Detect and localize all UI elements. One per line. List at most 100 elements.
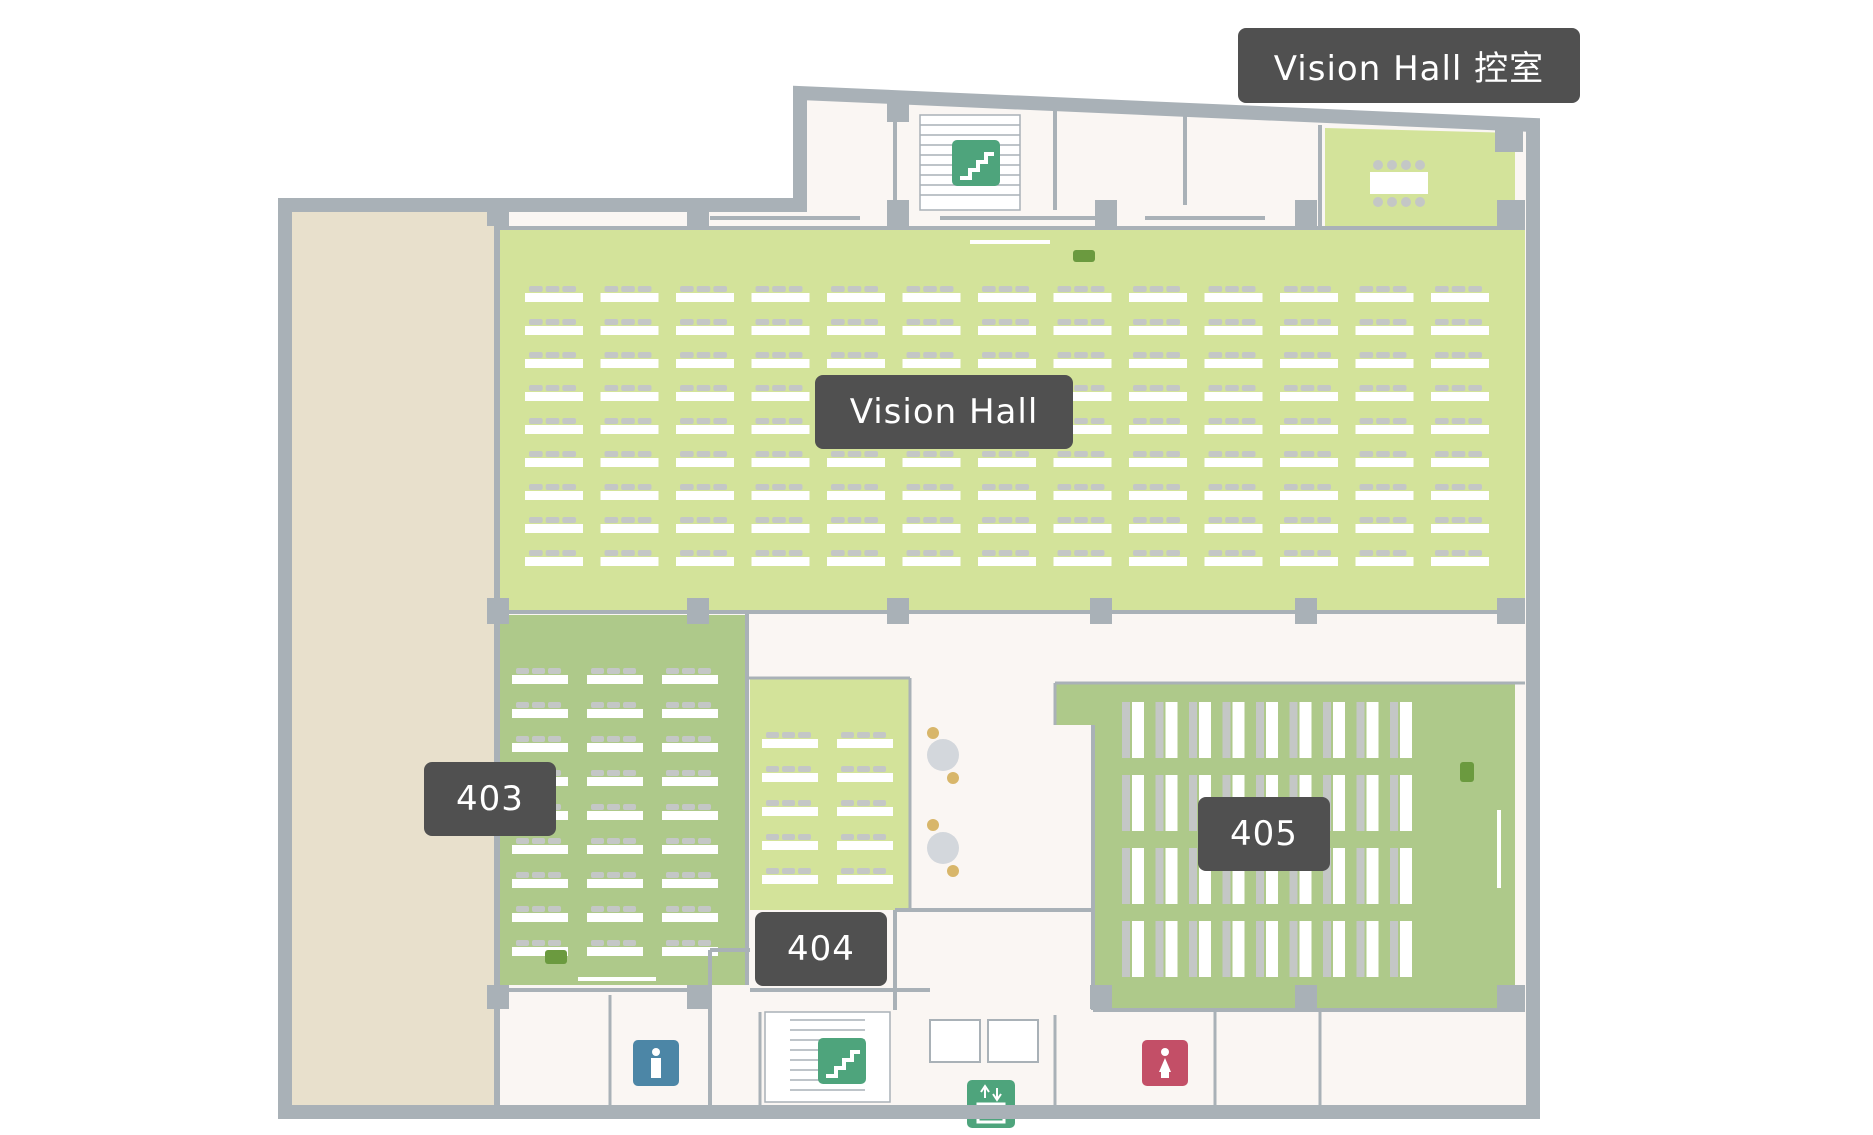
seat-row: [902, 484, 961, 500]
seat-row: [1129, 517, 1187, 533]
seat-row: [1356, 921, 1379, 977]
seat-row: [600, 385, 659, 401]
label-room-403[interactable]: 403: [424, 762, 556, 836]
seat-row: [600, 286, 659, 302]
seat-row: [1129, 550, 1187, 566]
seat-row: [978, 517, 1036, 533]
seat-row: [1204, 451, 1263, 467]
seat-row: [1280, 517, 1338, 533]
seat-row: [525, 484, 583, 500]
seat-row: [600, 352, 659, 368]
seat-row: [1355, 484, 1414, 500]
seat-row: [1129, 319, 1187, 335]
seat-row: [1431, 352, 1489, 368]
seat-row: [587, 668, 643, 684]
seat-row: [512, 736, 568, 752]
seat-row: [1155, 775, 1178, 831]
seat-row: [600, 517, 659, 533]
seat-row: [587, 838, 643, 854]
seat-row: [1431, 451, 1489, 467]
seat-row: [512, 838, 568, 854]
label-room-404[interactable]: 404: [755, 912, 887, 986]
seat-row: [676, 418, 734, 434]
seat-row: [1129, 484, 1187, 500]
seat-row: [1204, 319, 1263, 335]
seat-row: [676, 385, 734, 401]
screens: [578, 240, 1501, 981]
seat-row: [525, 286, 583, 302]
seat-row: [762, 868, 818, 884]
seat-row: [1204, 550, 1263, 566]
seat-row: [751, 286, 810, 302]
stairs-icon: [818, 1038, 866, 1084]
seat-row: [662, 940, 718, 956]
seat-row: [1355, 451, 1414, 467]
seat-row: [1280, 319, 1338, 335]
seat-row: [1053, 286, 1112, 302]
seat-row: [827, 451, 885, 467]
seat-row: [902, 550, 961, 566]
label-room-405[interactable]: 405: [1198, 797, 1330, 871]
seat-row: [827, 484, 885, 500]
seat-row: [1356, 702, 1379, 758]
seat-row: [1204, 352, 1263, 368]
label-vision-hall-control[interactable]: Vision Hall 控室: [1238, 28, 1580, 103]
seat-row: [1204, 484, 1263, 500]
seat-row: [1189, 921, 1211, 977]
seat-row: [512, 940, 568, 956]
seat-row: [587, 906, 643, 922]
seat-row: [600, 451, 659, 467]
seat-row: [762, 834, 818, 850]
seat-row: [1280, 418, 1338, 434]
seat-row: [1280, 385, 1338, 401]
seat-row: [1053, 352, 1112, 368]
seat-row: [662, 872, 718, 888]
seat-row: [827, 550, 885, 566]
walls: [278, 85, 1540, 1119]
seat-row: [1280, 286, 1338, 302]
seat-row: [662, 804, 718, 820]
seat-row: [1390, 775, 1412, 831]
seat-row: [762, 800, 818, 816]
seat-row: [751, 451, 810, 467]
seat-row: [1129, 286, 1187, 302]
seat-row: [662, 770, 718, 786]
seat-row: [1289, 702, 1312, 758]
seat-row: [662, 838, 718, 854]
seat-row: [978, 352, 1036, 368]
seat-row: [1356, 775, 1379, 831]
seat-row: [1122, 702, 1144, 758]
seat-row: [512, 668, 568, 684]
seat-row: [1431, 385, 1489, 401]
seat-row: [676, 550, 734, 566]
label-vision-hall[interactable]: Vision Hall: [815, 375, 1073, 449]
seat-row: [751, 352, 810, 368]
seat-row: [1222, 921, 1245, 977]
seat-row: [978, 484, 1036, 500]
seat-row: [1280, 451, 1338, 467]
seat-row: [676, 517, 734, 533]
seat-row: [1122, 921, 1144, 977]
seat-row: [1155, 702, 1178, 758]
seat-row: [1122, 848, 1144, 904]
lobby-tables: [927, 727, 959, 877]
seat-row: [1390, 921, 1412, 977]
seat-row: [827, 517, 885, 533]
seat-row: [587, 940, 643, 956]
seat-row: [1431, 517, 1489, 533]
seat-row: [587, 736, 643, 752]
seat-row: [512, 702, 568, 718]
seat-row: [1431, 319, 1489, 335]
seat-row: [587, 872, 643, 888]
seat-row: [1053, 517, 1112, 533]
seat-row: [837, 834, 893, 850]
seat-row: [525, 319, 583, 335]
seat-row: [1431, 286, 1489, 302]
seat-row: [902, 319, 961, 335]
seat-row: [1390, 702, 1412, 758]
seat-row: [1129, 385, 1187, 401]
seat-row: [525, 517, 583, 533]
seat-row: [662, 702, 718, 718]
upper-service-rooms: [710, 100, 1322, 228]
